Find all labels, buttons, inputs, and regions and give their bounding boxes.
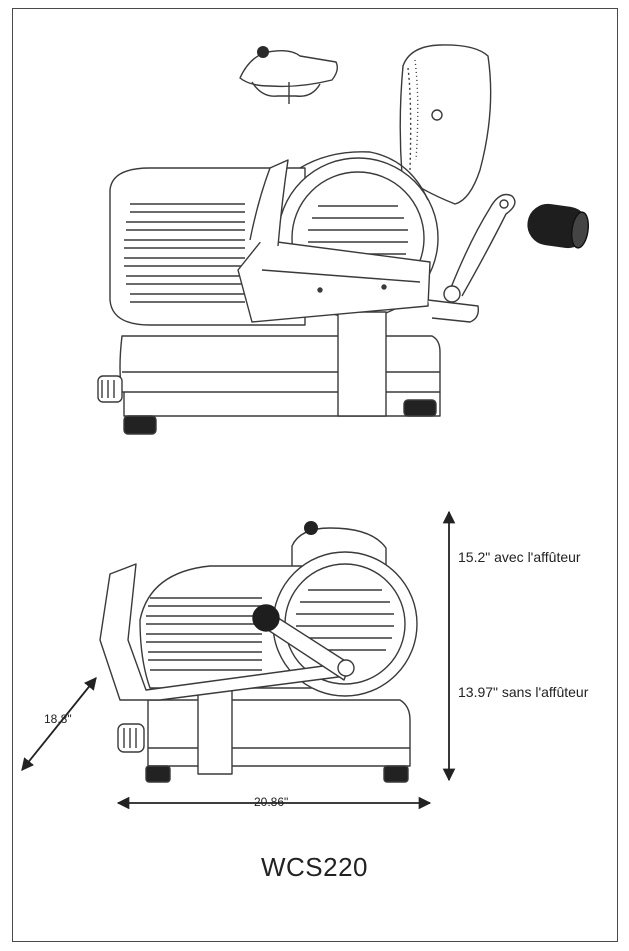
food-tray [237,239,431,323]
model-name: WCS220 [260,852,369,882]
sharpener-part [239,46,339,104]
carriage-column [337,311,387,417]
depth-dimension-arrow [21,677,97,771]
width-label: 20.86" [254,795,289,809]
height-without-sharpener-label: 13.97" sans l'affûteur [458,684,589,700]
base [119,335,441,393]
handle-knob [527,203,590,249]
diagram-frame [12,8,618,942]
vent-slots-side [146,597,262,671]
handle-knob-side [252,604,280,632]
vent-slots-top [124,203,245,303]
height-with-sharpener-label: 15.2" avec l'affûteur [458,549,581,565]
handle-arm [427,299,480,323]
depth-label: 18.8" [44,712,72,726]
foot [123,415,157,435]
thickness-knob-top [97,375,123,403]
thickness-knob-side [117,723,145,753]
food-tray-side [99,563,347,701]
